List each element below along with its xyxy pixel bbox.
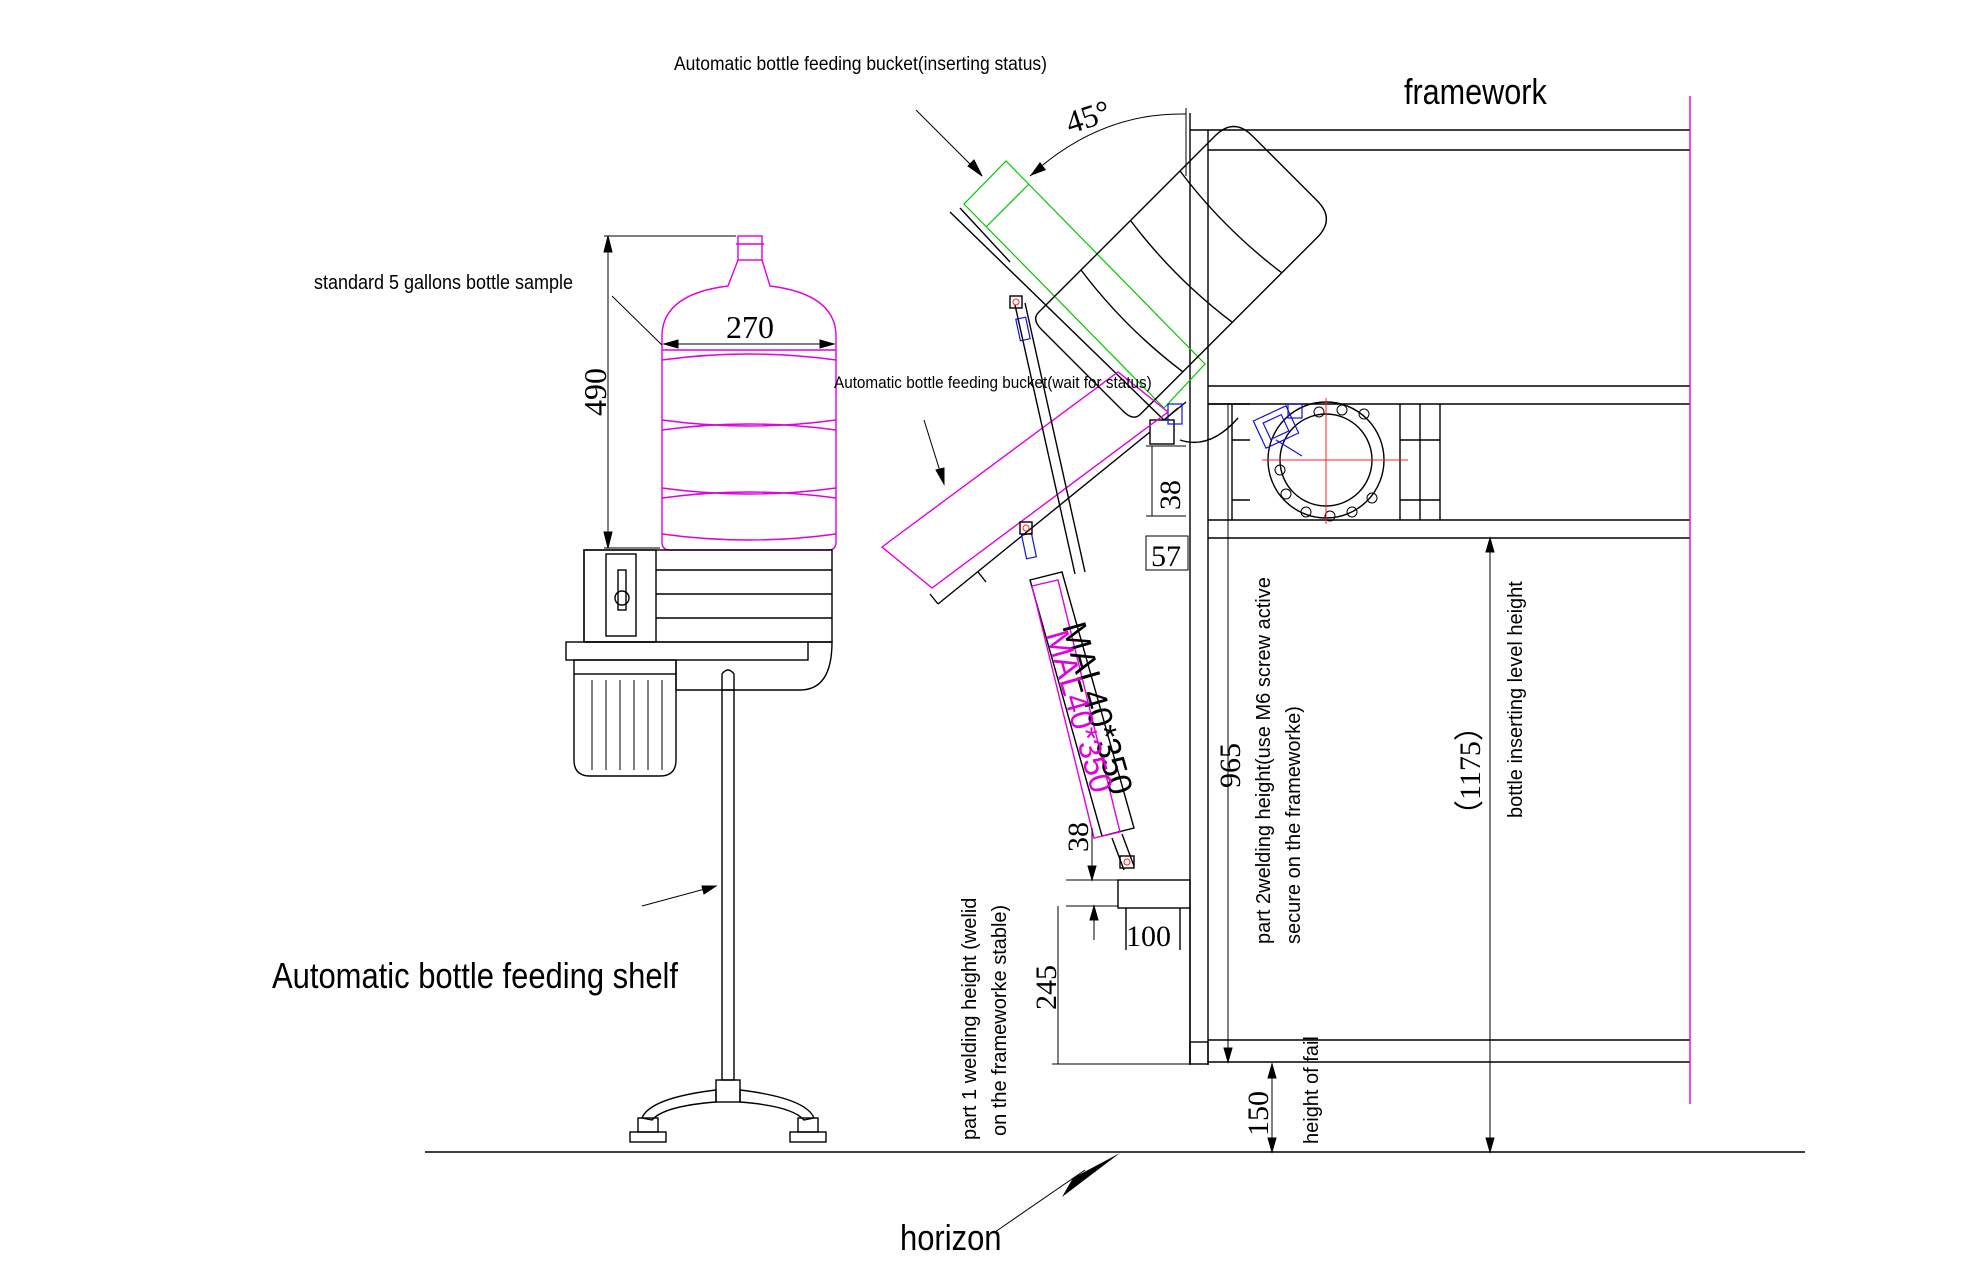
label-bucket-wait: Automatic bottle feeding bucket(wait for… <box>834 373 1152 392</box>
air-cylinder <box>1009 295 1135 871</box>
label-bottle-sample: standard 5 gallons bottle sample <box>314 272 573 294</box>
bucket-inserting <box>949 125 1328 445</box>
label-framework: framework <box>1404 73 1547 113</box>
bottle-dimensions <box>603 235 836 549</box>
dim-150: 150 <box>1242 1091 1275 1136</box>
dim-965: 965 <box>1214 743 1247 788</box>
label-part2-line2: secure on the frameworke) <box>1283 706 1305 944</box>
chain-wheel <box>1252 398 1408 524</box>
dim-45: 45° <box>1061 93 1115 141</box>
dim-245: 245 <box>1030 965 1063 1010</box>
leader-lines <box>641 109 983 907</box>
label-horizon: horizon <box>900 1219 1002 1259</box>
label-part2-line1: part 2welding height(use M6 screw active <box>1253 577 1275 944</box>
dim-57: 57 <box>1151 540 1181 573</box>
label-part1-line2: on the frameworke stable) <box>989 905 1011 1136</box>
dim-1175: （1175） <box>1454 711 1487 830</box>
dim-270: 270 <box>726 309 774 345</box>
dim-38-top: 38 <box>1154 480 1187 510</box>
dim-100: 100 <box>1126 920 1171 953</box>
bucket-wait <box>880 371 1170 605</box>
framework-dimensions <box>1052 404 1495 1154</box>
horizon-arrow <box>994 1153 1120 1233</box>
dim-38-low: 38 <box>1062 822 1095 852</box>
label-feeding-shelf: Automatic bottle feeding shelf <box>272 957 679 997</box>
bottle-sample <box>661 235 837 551</box>
label-part1-line1: part 1 welding height (welid <box>959 898 981 1140</box>
label-bucket-inserting: Automatic bottle feeding bucket(insertin… <box>674 52 1047 74</box>
label-inserting-level: bottle inserting level height <box>1505 581 1527 818</box>
label-height-of-fail: height of fail <box>1301 1036 1323 1144</box>
angle-45-marker <box>1029 108 1187 177</box>
feeding-shelf <box>565 235 837 1143</box>
dim-490: 490 <box>577 368 613 416</box>
cylinder-base <box>1117 879 1191 1064</box>
